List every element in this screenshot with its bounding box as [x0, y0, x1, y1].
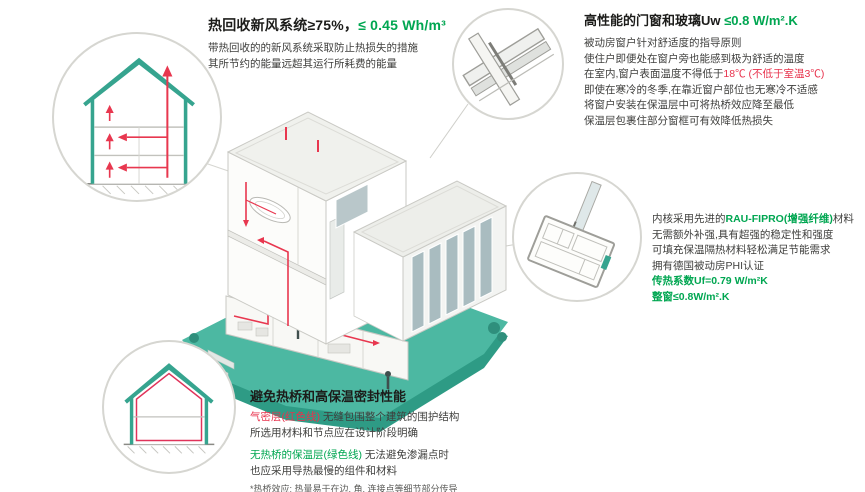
hrv-title-value: ≤ 0.45 Wh/m³: [358, 17, 446, 33]
window-glass-section: 高性能的门窗和玻璃Uw ≤0.8 W/m².K 被动房窗户针对舒适度的指导原则 …: [584, 12, 862, 129]
insulation-label: 无热桥的保温层(绿色线): [250, 449, 362, 461]
window-corner-callout-circle: [452, 8, 564, 120]
profile-line-1: 无需额外补强,具有超强的稳定性和强度: [652, 228, 834, 241]
insulation-text: 无法避免渗漏点时: [364, 449, 449, 461]
hrv-line-2: 其所节约的能量远超其运行所耗费的能量: [208, 57, 397, 70]
airflow-arrows: [105, 65, 173, 178]
temp-line-pre: 在室内,窗户表面温度不得低于: [584, 68, 724, 80]
profile-line-2: 可填充保温隔热材料轻松满足节能需求: [652, 244, 831, 256]
roof-outline: [124, 363, 214, 404]
profile-callout-circle: [512, 172, 642, 302]
thermal-callout-circle: [102, 340, 236, 474]
main-house-illustration: [182, 111, 508, 432]
window-glass-title-main: 高性能的门窗和玻璃Uw: [584, 13, 725, 28]
window-frame-corner: [462, 27, 555, 106]
window-glass-title-value: ≤0.8 W/m².K: [724, 13, 798, 28]
insulation-layer-outline: [129, 365, 209, 445]
thermal-house-section-illustration: [123, 363, 215, 454]
thermal-section: 避免热桥和高保温密封性能 气密层(红色线) 无缝包围整个建筑的围护结构 所选用材…: [250, 388, 560, 492]
profile-uf-value: 传热系数Uf=0.79 W/m²K: [652, 275, 768, 287]
profile-brand: RAU-FIPRO(增强纤维): [725, 213, 833, 225]
upper-window: [335, 183, 369, 229]
hrv-title: 热回收新风系统≥75%，≤ 0.45 Wh/m³: [208, 16, 488, 35]
thermal-footnote: *热桥效应: 热量易于在边, 角, 连接点等细节部分传导: [250, 484, 458, 492]
airtight-label: 气密层(红色线): [250, 411, 320, 423]
reinforcement-accent: [600, 255, 612, 271]
hrv-section: 热回收新风系统≥75%，≤ 0.45 Wh/m³ 带热回收的的新风系统采取防止热…: [208, 16, 488, 72]
ground-hatch: [88, 185, 182, 195]
profile-intro: 内核采用先进的RAU-FIPRO(增强纤维)材料: [652, 212, 864, 228]
window-glass-line-2: 使住户即便处在窗户旁也能感到极为舒适的温度: [584, 52, 805, 65]
window-profile-illustration: [527, 180, 616, 288]
bathtub: [249, 196, 291, 224]
roof-parapet: [234, 117, 400, 195]
hrv-line-1: 带热回收的的新风系统采取防止热损失的措施: [208, 42, 418, 54]
hrv-title-main: 热回收新风系统≥75%，: [208, 17, 359, 33]
frame-profile: [527, 215, 616, 288]
window-glass-title: 高性能的门窗和玻璃Uw ≤0.8 W/m².K: [584, 12, 862, 30]
airtight-layer-line: [135, 372, 203, 442]
window-glass-line-5: 将窗户安装在保温层中可将热桥效应降至最低: [584, 99, 794, 111]
window-glass-line-4: 即使在寒冷的冬季,在靠近窗户部位也无寒冷不适感: [584, 83, 818, 96]
roof-outline: [83, 57, 195, 107]
tree-icons: [189, 322, 507, 343]
profile-intro-pre: 内核采用先进的: [652, 213, 726, 225]
profile-uw-value: 整窗≤0.8W/m².K: [652, 290, 730, 303]
airtight-text: 无缝包围整个建筑的围护结构: [322, 411, 460, 423]
hrv-callout-circle: [52, 32, 222, 202]
thermal-title: 避免热桥和高保温密封性能: [250, 389, 407, 404]
person-figure: [385, 371, 391, 389]
ventilation-duct-lines-upper: [243, 182, 289, 326]
glass-pane: [571, 180, 602, 236]
window-glass-line-3: 在室内,窗户表面温度不得低于18℃ (不低于室温3℃): [584, 67, 862, 83]
window-glass-line-1: 被动房窗户针对舒适度的指导原则: [584, 37, 742, 49]
hrv-house-section-illustration: [83, 57, 195, 195]
ground-hatch: [127, 446, 206, 454]
profile-cross-section: [527, 180, 616, 288]
thermal-line-4: 也应采用导热最慢的组件和材料: [250, 464, 397, 477]
wing-roof: [352, 180, 508, 258]
window-strips: [411, 216, 493, 333]
temp-line-red: 18℃ (不低于室温3℃): [723, 68, 825, 80]
glass-wing: [352, 180, 508, 342]
window-corner-illustration: [462, 27, 555, 106]
thermal-line-3: 无热桥的保温层(绿色线) 无法避免渗漏点时: [250, 448, 560, 464]
profile-intro-post: 材料: [832, 213, 854, 225]
window-glass-line-6: 保温层包裹住部分窗框可有效降低热损失: [584, 114, 773, 127]
thermal-line-2: 所选用材料和节点应在设计阶段明确: [250, 426, 418, 439]
profile-line-3: 拥有德国被动房PHI认证: [652, 259, 765, 272]
profile-section: 内核采用先进的RAU-FIPRO(增强纤维)材料 无需额外补强,具有超强的稳定性…: [652, 212, 864, 305]
thermal-line-1: 气密层(红色线) 无缝包围整个建筑的围护结构: [250, 410, 560, 426]
